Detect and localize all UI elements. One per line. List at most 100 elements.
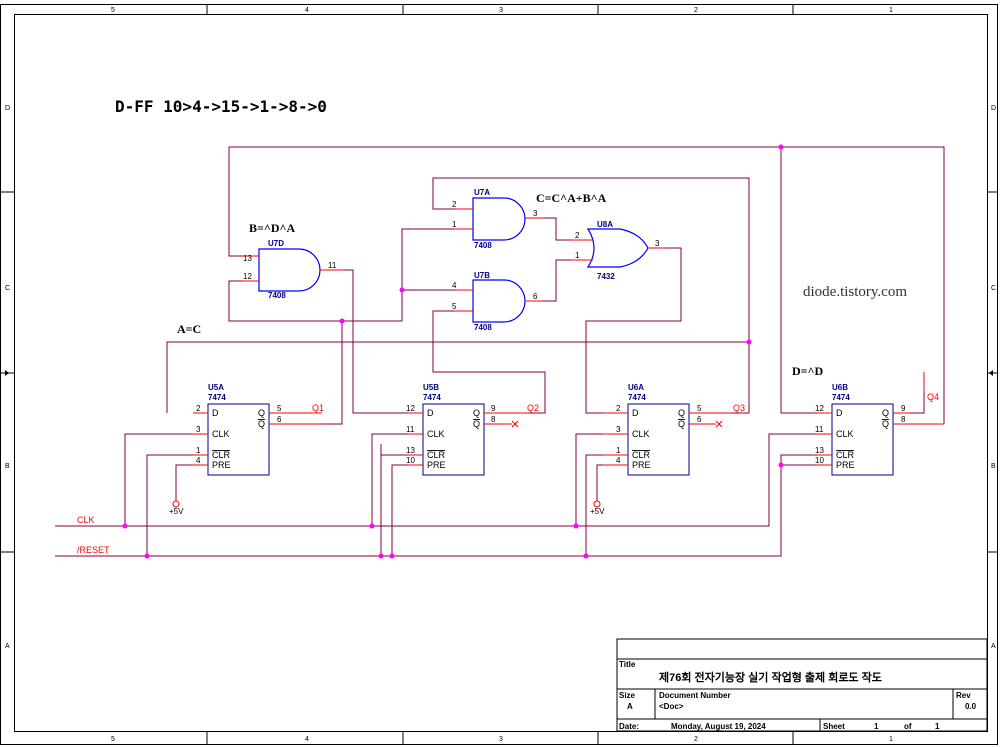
flipflop-u5a[interactable]: U5A 7474 2 3 1 4 5 6 D CLK CLR PRE Q Q Q… bbox=[169, 383, 324, 516]
pin-number: 3 bbox=[655, 239, 660, 248]
junctions bbox=[122, 144, 784, 559]
flipflop-u6b[interactable]: U6B 7474 12 11 13 10 9 8 D CLK CLR PRE Q… bbox=[815, 372, 944, 476]
ruler-col-2: 2 bbox=[694, 7, 698, 14]
ruler-row-d: D bbox=[5, 105, 10, 112]
pin-number: 2 bbox=[575, 231, 580, 240]
net-label-clk: CLK bbox=[77, 515, 95, 525]
pin-number: 8 bbox=[491, 415, 496, 424]
pin-label-clr: CLR bbox=[632, 450, 651, 460]
gate-part: 7408 bbox=[474, 241, 492, 250]
pin-label-q: Q bbox=[473, 408, 480, 418]
size-label: Size bbox=[619, 691, 636, 700]
pin-number: 1 bbox=[616, 446, 621, 455]
gate-u8a[interactable]: U8A 7432 2 1 3 bbox=[570, 220, 665, 281]
gate-u7b[interactable]: U7B 7408 4 5 6 bbox=[452, 271, 543, 332]
ruler-row-c: C bbox=[5, 285, 10, 292]
net-label-q3: Q3 bbox=[733, 403, 745, 413]
docnum-value: <Doc> bbox=[659, 702, 684, 711]
pin-label-pre: PRE bbox=[632, 460, 651, 470]
sequence-title: D-FF 10>4->15->1->8->0 bbox=[115, 97, 327, 116]
gate-part: 7432 bbox=[597, 272, 615, 281]
pin-number: 6 bbox=[697, 415, 702, 424]
pin-number: 9 bbox=[491, 404, 496, 413]
wires bbox=[55, 146, 945, 557]
pin-number: 4 bbox=[452, 281, 457, 290]
pin-number: 6 bbox=[533, 292, 538, 301]
pin-number: 10 bbox=[815, 456, 824, 465]
pin-number: 11 bbox=[815, 425, 824, 434]
sheets-value: 1 bbox=[935, 722, 940, 731]
ff-ref: U6A bbox=[628, 383, 644, 392]
pin-number: 3 bbox=[196, 425, 201, 434]
rev-value: 0.0 bbox=[965, 702, 977, 711]
pin-label-clk: CLK bbox=[632, 429, 650, 439]
pin-label-d: D bbox=[632, 408, 639, 418]
ff-part: 7474 bbox=[423, 393, 441, 402]
pin-label-pre: PRE bbox=[427, 460, 446, 470]
pin-label-d: D bbox=[836, 408, 843, 418]
pin-number: 1 bbox=[452, 220, 457, 229]
equation-c: C=C^A+B^A bbox=[536, 191, 607, 205]
pin-label-qbar: Q bbox=[882, 419, 889, 429]
pin-label-d: D bbox=[212, 408, 219, 418]
ff-part: 7474 bbox=[208, 393, 226, 402]
equation-d: D=^D bbox=[792, 364, 823, 378]
flipflop-u5b[interactable]: U5B 7474 12 11 13 10 9 8 D CLK CLR PRE Q… bbox=[406, 383, 539, 476]
gate-u7a[interactable]: U7A 7408 2 1 3 bbox=[452, 188, 543, 250]
pin-label-clk: CLK bbox=[427, 429, 445, 439]
gate-ref: U7A bbox=[474, 188, 490, 197]
gate-ref: U7B bbox=[474, 271, 490, 280]
sheet-value: 1 bbox=[874, 722, 879, 731]
pin-label-clk: CLK bbox=[836, 429, 854, 439]
pin-number: 2 bbox=[616, 404, 621, 413]
gate-u7d[interactable]: U7D 7408 13 12 11 bbox=[242, 239, 343, 300]
date-value: Monday, August 19, 2024 bbox=[671, 722, 766, 731]
pin-number: 5 bbox=[697, 404, 702, 413]
title-label: Title bbox=[619, 660, 636, 669]
pin-number: 13 bbox=[406, 446, 415, 455]
pin-label-clr: CLR bbox=[212, 450, 231, 460]
equation-a: A=C bbox=[177, 322, 201, 336]
ruler-row-d-right: D bbox=[991, 105, 996, 112]
pin-number: 11 bbox=[406, 425, 415, 434]
pin-label-q: Q bbox=[678, 408, 685, 418]
power-label: +5V bbox=[590, 507, 605, 516]
pin-label-pre: PRE bbox=[212, 460, 231, 470]
ruler-col-3-bottom: 3 bbox=[499, 736, 503, 743]
pin-number: 5 bbox=[452, 302, 457, 311]
pin-number: 8 bbox=[901, 415, 906, 424]
net-label-q1: Q1 bbox=[312, 403, 324, 413]
pin-number: 13 bbox=[243, 254, 252, 263]
gate-part: 7408 bbox=[268, 291, 286, 300]
pin-number: 5 bbox=[277, 404, 282, 413]
pin-label-qbar: Q bbox=[473, 419, 480, 429]
title-value: 제76회 전자기능장 실기 작업형 출제 회로도 작도 bbox=[659, 670, 882, 684]
pin-number: 1 bbox=[196, 446, 201, 455]
pin-number: 2 bbox=[196, 404, 201, 413]
title-block: Title 제76회 전자기능장 실기 작업형 출제 회로도 작도 Size A… bbox=[616, 638, 988, 732]
ruler-col-4-bottom: 4 bbox=[305, 736, 309, 743]
power-label: +5V bbox=[169, 507, 184, 516]
ruler-col-4: 4 bbox=[305, 7, 309, 14]
pin-label-d: D bbox=[427, 408, 434, 418]
pin-number: 11 bbox=[328, 261, 337, 270]
ff-part: 7474 bbox=[628, 393, 646, 402]
pin-label-qbar: Q bbox=[678, 419, 685, 429]
rev-label: Rev bbox=[956, 691, 971, 700]
pin-label-pre: PRE bbox=[836, 460, 855, 470]
pin-number: 3 bbox=[616, 425, 621, 434]
size-value: A bbox=[627, 702, 633, 711]
docnum-label: Document Number bbox=[659, 691, 731, 700]
gate-ref: U8A bbox=[597, 220, 613, 229]
pin-number: 4 bbox=[196, 456, 201, 465]
pin-label-q: Q bbox=[258, 408, 265, 418]
pin-number: 10 bbox=[406, 456, 415, 465]
pin-label-qbar: Q bbox=[258, 419, 265, 429]
ruler-col-1: 1 bbox=[889, 7, 893, 14]
pin-number: 4 bbox=[616, 456, 621, 465]
flipflop-u6a[interactable]: U6A 7474 2 3 1 4 5 6 D CLK CLR PRE Q Q Q… bbox=[590, 383, 745, 516]
pin-number: 6 bbox=[277, 415, 282, 424]
ff-ref: U6B bbox=[832, 383, 848, 392]
